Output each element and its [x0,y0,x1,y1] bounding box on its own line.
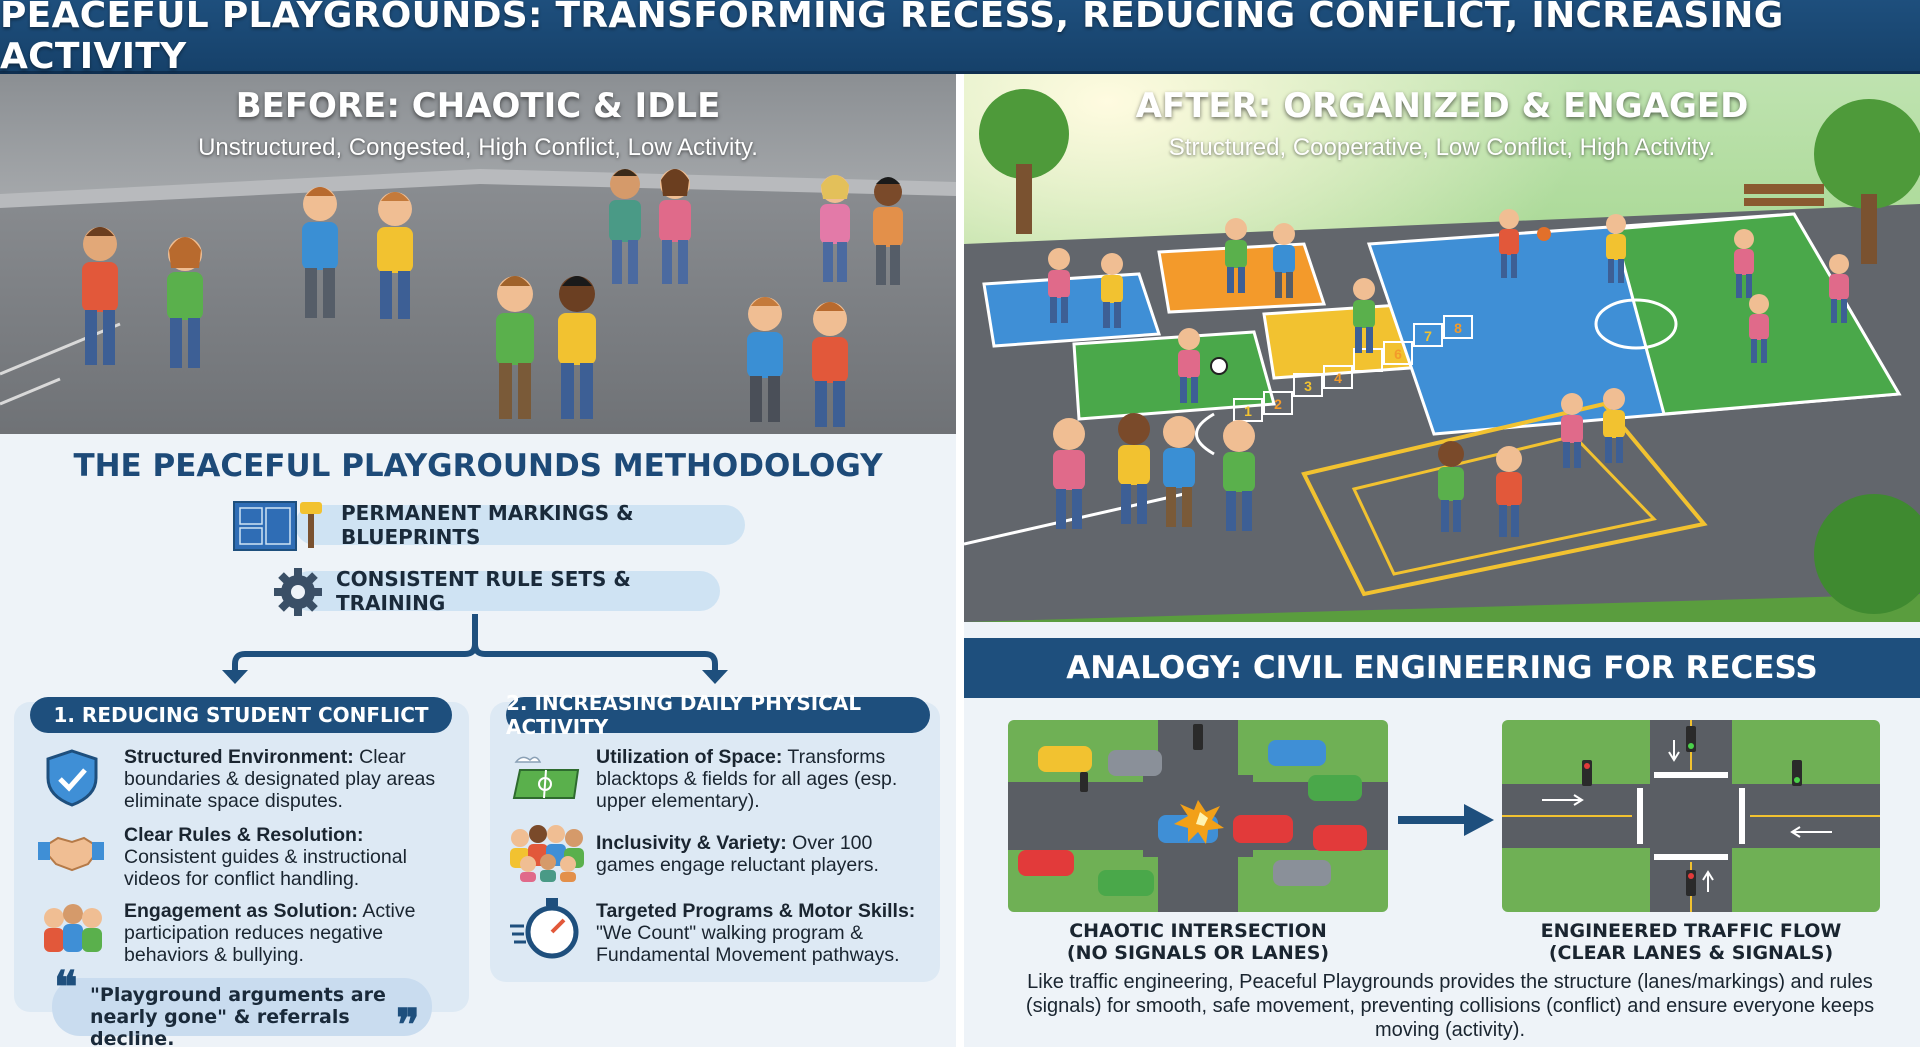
activity-item-2-text: Over 100 games engage reluctant players. [596,832,879,876]
before-scene: BEFORE: CHAOTIC & IDLE Unstructured, Con… [0,74,956,434]
activity-item-3-bold: Targeted Programs & Motor Skills: [596,900,916,922]
engineered-caption-line2: (CLEAR LANES & SIGNALS) [1548,942,1834,964]
after-scene: 1 2 3 4 5 6 7 8 [964,74,1920,622]
blueprint-icon [233,501,322,551]
hopscotch-number: 3 [1304,378,1312,394]
hopscotch-cell [1233,398,1263,422]
stopwatch-icon [510,898,579,959]
gear-icon [274,568,322,616]
activity-item-2-bold: Inclusivity & Variety: [596,832,787,854]
pill-permanent-markings: PERMANENT MARKINGS & BLUEPRINTS [295,501,745,549]
page-title: PEACEFUL PLAYGROUNDS: TRANSFORMING RECES… [0,0,1784,77]
quote-close-icon: ❞ [396,1000,420,1047]
hopscotch-cell [1323,365,1353,389]
hopscotch-number: 7 [1424,328,1432,344]
conflict-item-1-text: Clear boundaries & designated play areas… [124,746,436,812]
conflict-item-2-bold: Clear Rules & Resolution: [124,824,364,846]
conflict-item-1: Structured Environment: Clear boundaries… [124,746,459,812]
pill-consistent-rules-label: CONSISTENT RULE SETS & TRAINING [336,567,631,615]
chaotic-intersection-illustration [1008,720,1388,912]
conflict-item-3-bold: Engagement as Solution: [124,900,359,922]
after-subtitle: Structured, Cooperative, Low Conflict, H… [1168,134,1716,161]
engineered-intersection-illustration [1502,720,1880,912]
basketball-icon [1537,227,1551,241]
handshake-icon [38,836,104,872]
activity-item-3-text: "We Count" walking program & Fundamental… [596,922,900,966]
pill-permanent-markings-label: PERMANENT MARKINGS & BLUEPRINTS [341,501,634,549]
analogy-header: ANALOGY: CIVIL ENGINEERING FOR RECESS [964,638,1920,698]
hopscotch-cell [1293,373,1323,397]
engineered-caption: ENGINEERED TRAFFIC FLOW (CLEAR LANES & S… [1502,920,1880,964]
conflict-item-3-text: Active participation reduces negative be… [124,900,416,966]
before-subtitle: Unstructured, Congested, High Conflict, … [198,134,758,161]
field-icon [512,756,580,799]
chaotic-caption-line1: CHAOTIC INTERSECTION [1069,920,1327,942]
activity-item-2: Inclusivity & Variety: Over 100 games en… [596,832,931,876]
right-arrow-icon [1398,804,1494,836]
kid-figures [82,169,903,427]
pill-consistent-rules: CONSISTENT RULE SETS & TRAINING [290,567,720,615]
activity-item-1: Utilization of Space: Transforms blackto… [596,746,931,812]
analogy-description: Like traffic engineering, Peaceful Playg… [1025,971,1875,1041]
activity-item-1-bold: Utilization of Space: [596,746,783,768]
engineered-caption-line1: ENGINEERED TRAFFIC FLOW [1540,920,1842,942]
hopscotch-cell [1263,391,1293,415]
hopscotch-number: 4 [1334,370,1342,386]
hopscotch-cell [1383,341,1413,365]
conflict-item-3: Engagement as Solution: Active participa… [124,900,459,966]
soccer-ball-icon [1210,357,1228,375]
center-divider [956,74,964,1047]
hopscotch-cell [1443,315,1473,339]
quote-callout [52,978,432,1036]
methodology-title: THE PEACEFUL PLAYGROUNDS METHODOLOGY [73,448,883,484]
hopscotch-number: 2 [1274,396,1282,412]
title-banner: PEACEFUL PLAYGROUNDS: TRANSFORMING RECES… [0,0,1920,77]
active-kids [1048,209,1849,537]
conflict-item-2-text: Consistent guides & instructional videos… [124,846,407,890]
activity-column-heading: 2. INCREASING DAILY PHYSICAL ACTIVITY [506,691,930,739]
quote-open-icon: ❝ [54,962,78,1013]
shield-check-icon [46,749,98,807]
conflict-column-heading: 1. REDUCING STUDENT CONFLICT [30,697,452,733]
diverse-group-icon [510,825,584,882]
activity-item-1-text: Transforms blacktops & fields for all ag… [596,746,898,812]
hopscotch-grid: 1 2 3 4 5 6 7 8 [1233,315,1473,422]
chaotic-caption: CHAOTIC INTERSECTION (NO SIGNALS OR LANE… [1008,920,1388,964]
activity-item-3: Targeted Programs & Motor Skills: "We Co… [596,900,931,966]
conflict-item-2: Clear Rules & Resolution: Consistent gui… [124,824,459,890]
after-title: AFTER: ORGANIZED & ENGAGED [1135,86,1749,126]
branch-arrows [222,614,728,684]
conflict-item-1-bold: Structured Environment: [124,746,354,768]
chaotic-caption-line2: (NO SIGNALS OR LANES) [1066,942,1330,964]
hopscotch-cell [1413,323,1443,347]
analogy-title: ANALOGY: CIVIL ENGINEERING FOR RECESS [1066,650,1818,686]
hopscotch-number: 6 [1394,346,1402,362]
hopscotch-number: 1 [1244,403,1252,419]
quote-text: "Playground arguments are nearly gone" &… [90,984,386,1047]
hopscotch-number: 5 [1364,353,1372,369]
after-illustration: 1 2 3 4 5 6 7 8 [964,74,1920,622]
group-kids-icon [44,904,102,952]
before-title: BEFORE: CHAOTIC & IDLE [235,86,721,126]
before-illustration [0,74,956,434]
hopscotch-number: 8 [1454,320,1462,336]
